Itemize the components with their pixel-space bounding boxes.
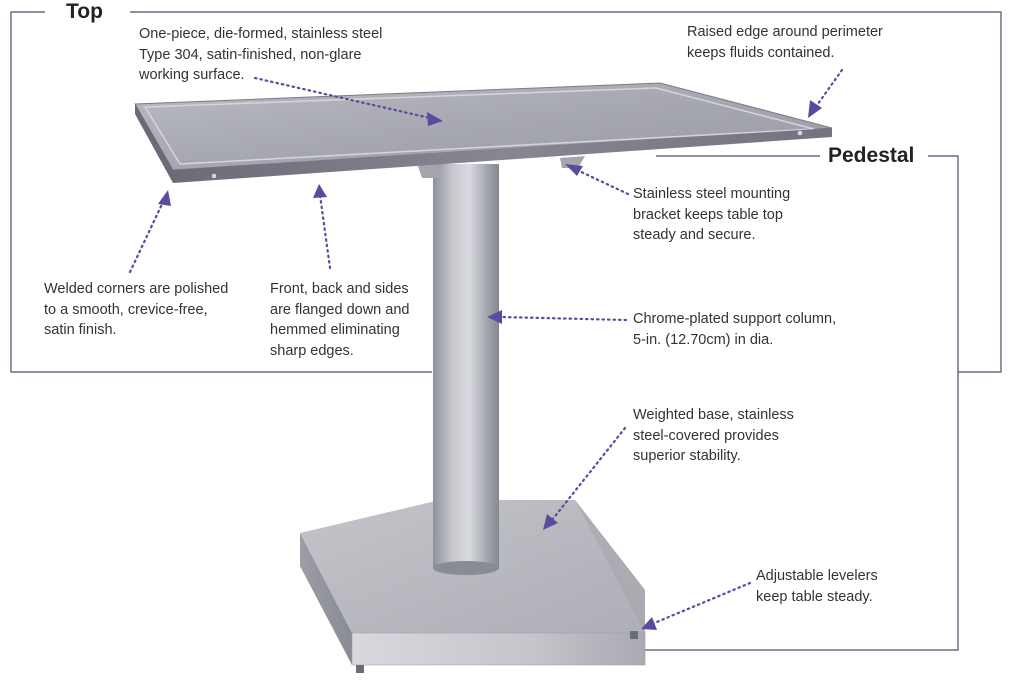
callout-line: One-piece, die-formed, stainless steel bbox=[139, 26, 383, 42]
callout-line: keeps fluids contained. bbox=[687, 44, 835, 61]
leveler-right bbox=[630, 631, 638, 639]
callout-levelers: Adjustable levelers keep table steady. bbox=[756, 566, 878, 607]
arrow-raised-edge bbox=[813, 68, 844, 110]
arrow-bracket bbox=[575, 168, 630, 196]
callout-line: Adjustable levelers bbox=[756, 568, 878, 584]
arrow-column bbox=[498, 315, 628, 322]
arrowhead-icon bbox=[487, 310, 502, 324]
section-title-pedestal: Pedestal bbox=[822, 144, 921, 168]
arrowhead-icon bbox=[565, 164, 583, 176]
callout-line: Chrome-plated support column, bbox=[633, 311, 837, 327]
callout-base: Weighted base, stainless steel-covered p… bbox=[633, 405, 794, 467]
callout-line: steel-covered provides bbox=[633, 427, 779, 444]
callout-line: satin finish. bbox=[44, 322, 117, 338]
callout-line: Welded corners are polished bbox=[44, 281, 229, 297]
arrowhead-icon bbox=[313, 184, 327, 198]
callout-bracket: Stainless steel mounting bracket keeps t… bbox=[633, 184, 790, 246]
callout-surface: One-piece, die-formed, stainless steel T… bbox=[139, 24, 382, 86]
leveler-left bbox=[356, 665, 364, 673]
callout-arrows bbox=[128, 68, 844, 626]
callout-line: Weighted base, stainless bbox=[633, 407, 794, 423]
callout-flanged: Front, back and sides are flanged down a… bbox=[270, 279, 409, 361]
arrowhead-icon bbox=[808, 100, 822, 118]
pedestal-section-frame bbox=[596, 155, 959, 651]
callout-line: Raised edge around perimeter bbox=[687, 24, 883, 40]
arrow-corners bbox=[128, 198, 166, 274]
arrow-heads bbox=[158, 100, 822, 630]
arrow-base bbox=[550, 426, 627, 522]
callout-line: are flanged down and bbox=[270, 301, 410, 318]
callout-line: Front, back and sides bbox=[270, 281, 409, 297]
arrow-surface bbox=[253, 76, 432, 120]
arrowhead-icon bbox=[543, 514, 558, 530]
arrowhead-icon bbox=[158, 190, 171, 206]
callout-line: Stainless steel mounting bbox=[633, 186, 791, 202]
table-top bbox=[134, 82, 833, 183]
callout-line: 5-in. (12.70cm) in dia. bbox=[633, 331, 774, 348]
callout-line: hemmed eliminating bbox=[270, 322, 400, 338]
callout-line: Type 304, satin-finished, non-glare bbox=[139, 46, 362, 63]
corner-rivet-right bbox=[797, 130, 803, 136]
callout-raised-edge: Raised edge around perimeter keeps fluid… bbox=[687, 22, 883, 63]
callout-line: sharp edges. bbox=[270, 342, 354, 359]
top-section-frame bbox=[10, 11, 1002, 373]
callout-line: steady and secure. bbox=[633, 227, 756, 243]
callout-column: Chrome-plated support column, 5-in. (12.… bbox=[633, 309, 836, 350]
arrow-levelers bbox=[650, 581, 752, 626]
support-column bbox=[433, 164, 499, 575]
callout-corners: Welded corners are polished to a smooth,… bbox=[44, 279, 228, 341]
arrowhead-icon bbox=[427, 112, 443, 126]
callout-line: to a smooth, crevice-free, bbox=[44, 301, 208, 318]
callout-line: keep table steady. bbox=[756, 588, 873, 605]
arrowhead-icon bbox=[641, 617, 657, 630]
arrow-flanged bbox=[318, 193, 332, 270]
section-title-top: Top bbox=[60, 0, 109, 24]
callout-line: working surface. bbox=[139, 67, 245, 83]
callout-line: bracket keeps table top bbox=[633, 206, 783, 223]
callout-line: superior stability. bbox=[633, 448, 741, 464]
corner-rivet-left bbox=[211, 173, 217, 179]
